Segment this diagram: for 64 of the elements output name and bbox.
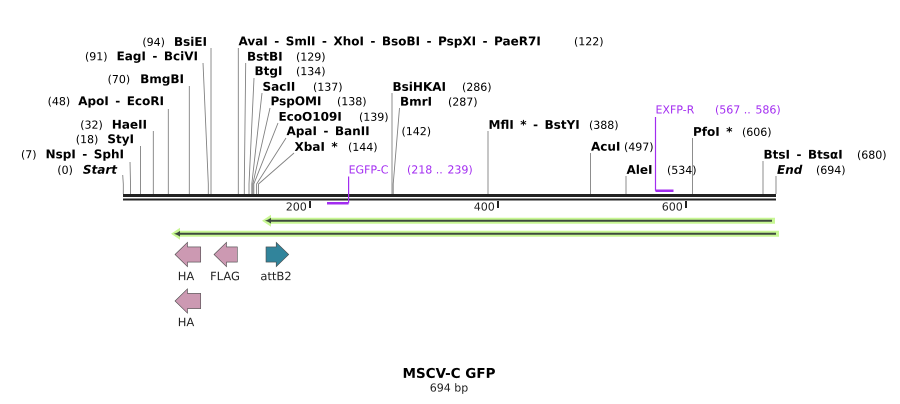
feature-block: FLAG bbox=[211, 242, 239, 280]
enzyme-label: PfoI * (606) bbox=[694, 126, 771, 138]
leader-line bbox=[244, 62, 246, 194]
enzyme-label: ApaI - BanII (142) bbox=[286, 126, 430, 138]
enzyme-label: (32) HaeII bbox=[81, 120, 146, 130]
leader-line bbox=[130, 162, 131, 194]
enzyme-label: (18) StyI bbox=[76, 134, 133, 146]
leader-line bbox=[258, 152, 294, 194]
enzyme-label: XbaI * (144) bbox=[294, 142, 377, 152]
enzyme-label: AcuI (497) bbox=[591, 142, 653, 152]
primer-label: EGFP-C (218 .. 239) bbox=[350, 165, 472, 175]
enzyme-label: SacII (137) bbox=[263, 82, 342, 92]
node-label: FLAG bbox=[211, 272, 239, 280]
tick-label: 400 bbox=[474, 202, 494, 211]
enzyme-label: End (694) bbox=[777, 164, 845, 176]
enzyme-label: AleI (534) bbox=[626, 164, 696, 176]
enzyme-label: BmrI (287) bbox=[401, 96, 477, 108]
sequence-line bbox=[123, 194, 776, 200]
leader-line bbox=[762, 160, 764, 194]
leader-line bbox=[256, 138, 286, 194]
leader-line bbox=[210, 48, 212, 194]
primer-bar bbox=[656, 190, 674, 192]
feature-block: HA bbox=[174, 288, 202, 326]
leader-line bbox=[252, 108, 270, 194]
title: MSCV-C GFP bbox=[404, 368, 495, 378]
leader-line bbox=[392, 108, 400, 194]
enzyme-label: (0) Start bbox=[58, 164, 118, 176]
primer-label: EXFP-R (567 .. 586) bbox=[656, 105, 780, 115]
leader-line bbox=[248, 78, 254, 194]
primer-bar bbox=[327, 202, 349, 204]
leader-line bbox=[140, 146, 141, 194]
enzyme-label: (94) BsiEI bbox=[143, 36, 206, 48]
enzyme-label: BtgI (134) bbox=[256, 66, 325, 78]
leader-line bbox=[348, 176, 350, 204]
leader-line bbox=[253, 122, 278, 194]
node-label: HA bbox=[178, 318, 194, 326]
leader-line bbox=[202, 62, 209, 194]
enzyme-label: (7) NspI - SphI bbox=[22, 149, 123, 161]
leader-line bbox=[168, 108, 169, 194]
enzyme-label: MflI * - BstYI (388) bbox=[490, 120, 618, 130]
leader-line bbox=[590, 152, 591, 194]
leader-line bbox=[152, 130, 154, 194]
leader-line bbox=[188, 86, 190, 194]
leader-line bbox=[122, 174, 124, 194]
enzyme-label: BstBI (129) bbox=[248, 52, 325, 62]
feature-block: attB2 bbox=[261, 242, 290, 280]
leader-line bbox=[654, 117, 656, 191]
leader-line bbox=[238, 48, 239, 194]
subtitle: 694 bp bbox=[430, 383, 468, 394]
tick-label: 200 bbox=[286, 202, 306, 211]
leader-line bbox=[251, 92, 262, 194]
enzyme-label: (91) EagI - BciVI bbox=[86, 51, 197, 63]
enzyme-label: EcoO109I (139) bbox=[280, 112, 388, 122]
leader-line bbox=[692, 138, 693, 194]
enzyme-label: PspOMI (138) bbox=[272, 96, 366, 108]
feature-block: HA bbox=[174, 242, 202, 280]
node-label: attB2 bbox=[261, 272, 290, 280]
enzyme-label: (48) ApoI - EcoRI bbox=[48, 96, 163, 108]
enzyme-label: BsiHKAI (286) bbox=[394, 82, 491, 92]
node-label: HA bbox=[178, 272, 194, 280]
enzyme-label: (70) BmgBI bbox=[108, 74, 183, 86]
tick-label: 600 bbox=[662, 202, 682, 211]
enzyme-label: AvaI - SmlI - XhoI - BsoBI - PspXI - PaeR7I (122) bbox=[238, 36, 603, 48]
enzyme-label: BtsI - BtsαI (680) bbox=[764, 150, 886, 160]
